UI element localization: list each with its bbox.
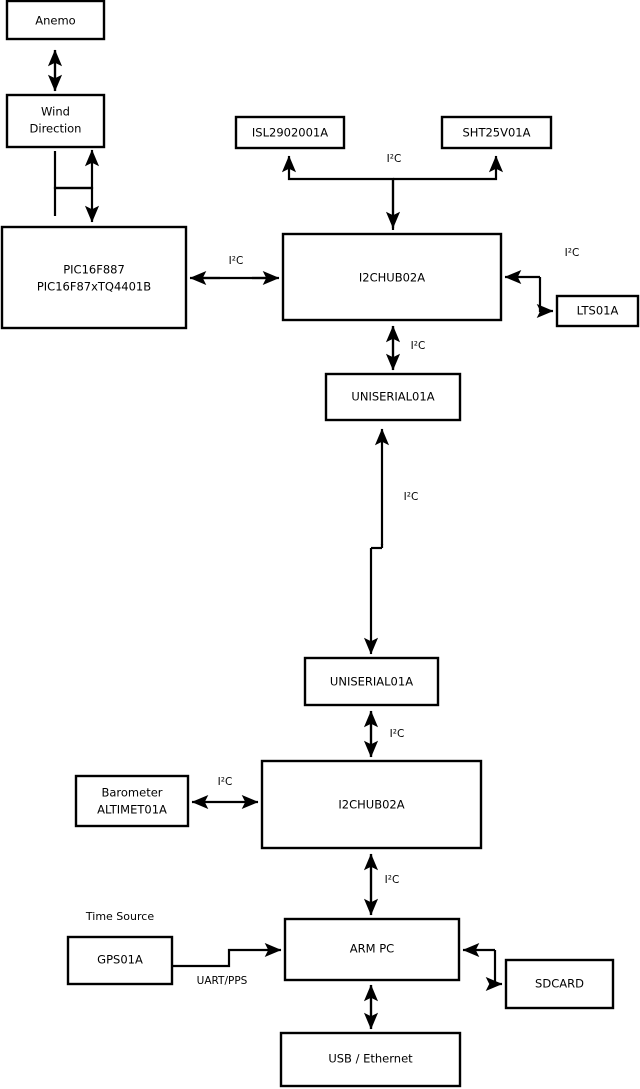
edge-label-hub-lts: I²C: [565, 247, 580, 259]
edge-label-uniserial-hub2: I²C: [390, 728, 405, 740]
node-usb-ethernet[interactable]: USB / Ethernet: [279, 1031, 462, 1088]
node-sdcard-label: SDCARD: [535, 977, 584, 991]
node-i2chub02a-top-label: I2CHUB02A: [359, 271, 425, 285]
edge-label-layer: I²C I²C I²C I²C I²C I²C I²C I²C UART/PPS: [197, 153, 580, 987]
node-barometer-label: Barometer: [101, 786, 162, 800]
edge-label-hub-uniserial: I²C: [411, 340, 426, 352]
node-uniserial01a-lower-label: UNISERIAL01A: [330, 675, 413, 689]
node-lts01a[interactable]: LTS01A: [555, 294, 640, 328]
node-uniserial01a-upper[interactable]: UNISERIAL01A: [324, 372, 462, 422]
node-sdcard[interactable]: SDCARD: [504, 958, 615, 1010]
node-gps01a[interactable]: GPS01A: [66, 935, 174, 986]
node-usb-ethernet-label: USB / Ethernet: [328, 1052, 413, 1066]
node-pic16f887-label: PIC16F887: [63, 263, 125, 277]
label-time-source: Time Source: [85, 910, 154, 923]
node-anemo[interactable]: Anemo: [5, 0, 106, 41]
edge-label-uniserial-link: I²C: [404, 491, 419, 503]
edge-label-isl-sht-bus: I²C: [387, 153, 402, 165]
node-barometer[interactable]: Barometer ALTIMET01A: [74, 774, 190, 828]
edge-label-pic-hub: I²C: [229, 255, 244, 267]
node-arm-pc[interactable]: ARM PC: [283, 917, 461, 982]
edge-label-barometer-hub2: I²C: [218, 776, 233, 788]
free-label-layer: Time Source: [85, 910, 154, 923]
connector-armpc-sdcard: [462, 942, 503, 992]
edge-label-hub2-armpc: I²C: [385, 874, 400, 886]
node-wind-direction-label: Wind: [41, 105, 70, 119]
node-i2chub02a-bottom[interactable]: I2CHUB02A: [260, 759, 483, 850]
node-sht25v01a-label: SHT25V01A: [463, 126, 531, 140]
node-isl2902001a-label: ISL2902001A: [252, 126, 328, 140]
node-gps01a-label: GPS01A: [97, 953, 143, 967]
node-i2chub02a-top[interactable]: I2CHUB02A: [281, 232, 503, 322]
node-pic16f887-label2: PIC16F87xTQ4401B: [37, 280, 151, 294]
node-wind-direction-label2: Direction: [30, 122, 82, 136]
edge-label-gps-armpc: UART/PPS: [197, 975, 248, 987]
node-uniserial01a-lower[interactable]: UNISERIAL01A: [303, 656, 440, 707]
connector-hub-lts: [504, 269, 554, 319]
node-anemo-label: Anemo: [35, 14, 75, 28]
node-lts01a-label: LTS01A: [577, 304, 619, 318]
node-barometer-label2: ALTIMET01A: [97, 803, 167, 817]
node-wind-direction[interactable]: Wind Direction: [5, 93, 106, 149]
node-arm-pc-label: ARM PC: [350, 942, 394, 956]
connector-layer: [47, 49, 554, 1030]
node-sht25v01a[interactable]: SHT25V01A: [440, 115, 553, 150]
connector-wind-pic: [53, 149, 100, 223]
node-pic16f887[interactable]: PIC16F887 PIC16F87xTQ4401B: [0, 225, 188, 330]
node-isl2902001a[interactable]: ISL2902001A: [234, 115, 346, 150]
node-i2chub02a-bottom-label: I2CHUB02A: [338, 798, 404, 812]
connector-hub-sensors: [281, 155, 504, 230]
connector-gps-armpc: [172, 942, 282, 968]
connector-uniserial-link: [363, 428, 390, 655]
node-uniserial01a-upper-label: UNISERIAL01A: [351, 390, 434, 404]
